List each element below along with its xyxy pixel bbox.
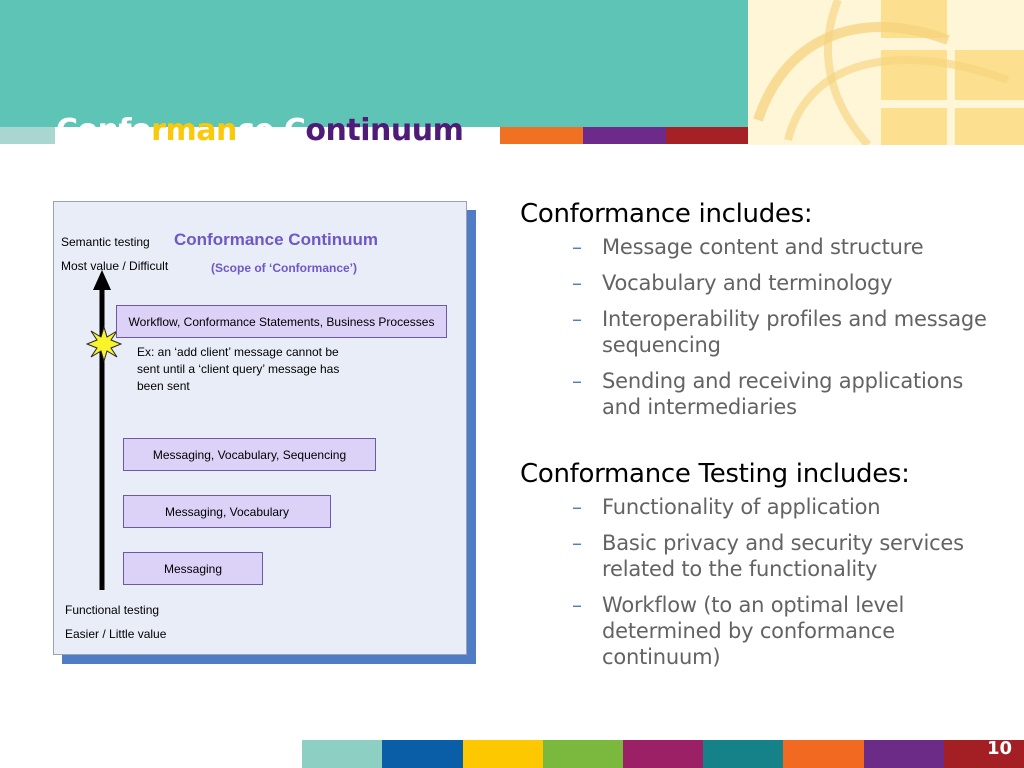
footer-color-block xyxy=(302,740,382,768)
footer-color-block xyxy=(543,740,623,768)
title-part: rman xyxy=(151,113,237,148)
diagram-title: Conformance Continuum xyxy=(174,230,378,249)
title-part: Confo xyxy=(56,113,152,148)
footer-color-block xyxy=(623,740,703,768)
footer-color-block xyxy=(783,740,864,768)
level-messaging-vocabulary-sequencing: Messaging, Vocabulary, Sequencing xyxy=(123,438,376,471)
level-messaging: Messaging xyxy=(123,552,263,585)
bullet-item: –Workflow (to an optimal level determine… xyxy=(520,592,1000,670)
bullet-list: –Message content and structure –Vocabula… xyxy=(520,234,1000,420)
dash-icon: – xyxy=(572,307,582,331)
footer-color-block xyxy=(944,740,1024,768)
title-strip-segment xyxy=(583,127,666,144)
easier-label: Easier / Little value xyxy=(65,627,167,641)
bullet-text: Workflow (to an optimal level determined… xyxy=(602,593,905,669)
globe-swirl-icon xyxy=(753,0,1010,145)
title-strip-segment xyxy=(500,127,583,144)
level-messaging-vocabulary: Messaging, Vocabulary xyxy=(123,495,331,528)
title-part: ontinuum xyxy=(305,113,464,148)
level-workflow: Workflow, Conformance Statements, Busine… xyxy=(116,305,447,338)
title-strip-segment xyxy=(55,127,502,144)
title-strip-segment xyxy=(0,127,55,144)
diagram-subtitle: (Scope of ‘Conformance’) xyxy=(211,261,358,275)
footer-color-block xyxy=(463,740,543,768)
section-heading: Conformance Testing includes: xyxy=(520,459,910,489)
dash-icon: – xyxy=(572,369,582,393)
title-strip-segment xyxy=(666,127,748,144)
bullet-item: –Interoperability profiles and message s… xyxy=(520,306,1000,358)
header-band xyxy=(0,0,748,127)
title-part: ce C xyxy=(236,113,306,148)
bullet-text: Message content and structure xyxy=(602,235,924,259)
slide-title: Conformance Continuum xyxy=(56,113,464,149)
bullet-content: Conformance includes: –Message content a… xyxy=(520,198,1000,680)
dash-icon: – xyxy=(572,531,582,555)
footer-color-block xyxy=(864,740,944,768)
dash-icon: – xyxy=(572,495,582,519)
bullet-text: Basic privacy and security services rela… xyxy=(602,531,964,581)
section-heading: Conformance includes: xyxy=(520,199,813,229)
functional-testing-label: Functional testing xyxy=(65,603,160,617)
page-number: 10 xyxy=(986,738,1012,759)
footer-color-block xyxy=(382,740,463,768)
header-decoration xyxy=(748,0,1024,145)
semantic-testing-label: Semantic testing xyxy=(61,235,150,249)
starburst-icon xyxy=(86,326,122,362)
dash-icon: – xyxy=(572,235,582,259)
bullet-text: Vocabulary and terminology xyxy=(602,271,893,295)
dash-icon: – xyxy=(572,271,582,295)
dash-icon: – xyxy=(572,593,582,617)
bullet-item: –Sending and receiving applications and … xyxy=(520,368,1000,420)
bullet-item: –Basic privacy and security services rel… xyxy=(520,530,1000,582)
bullet-item: –Functionality of application xyxy=(520,494,1000,520)
bullet-item: –Vocabulary and terminology xyxy=(520,270,1000,296)
footer-color-block xyxy=(703,740,783,768)
bullet-item: –Message content and structure xyxy=(520,234,1000,260)
bullet-list: –Functionality of application –Basic pri… xyxy=(520,494,1000,670)
example-text: Ex: an ‘add client’ message cannot be se… xyxy=(137,345,340,393)
bullet-text: Functionality of application xyxy=(602,495,881,519)
most-value-label: Most value / Difficult xyxy=(61,259,169,273)
bullet-text: Sending and receiving applications and i… xyxy=(602,369,964,419)
bullet-text: Interoperability profiles and message se… xyxy=(602,307,987,357)
